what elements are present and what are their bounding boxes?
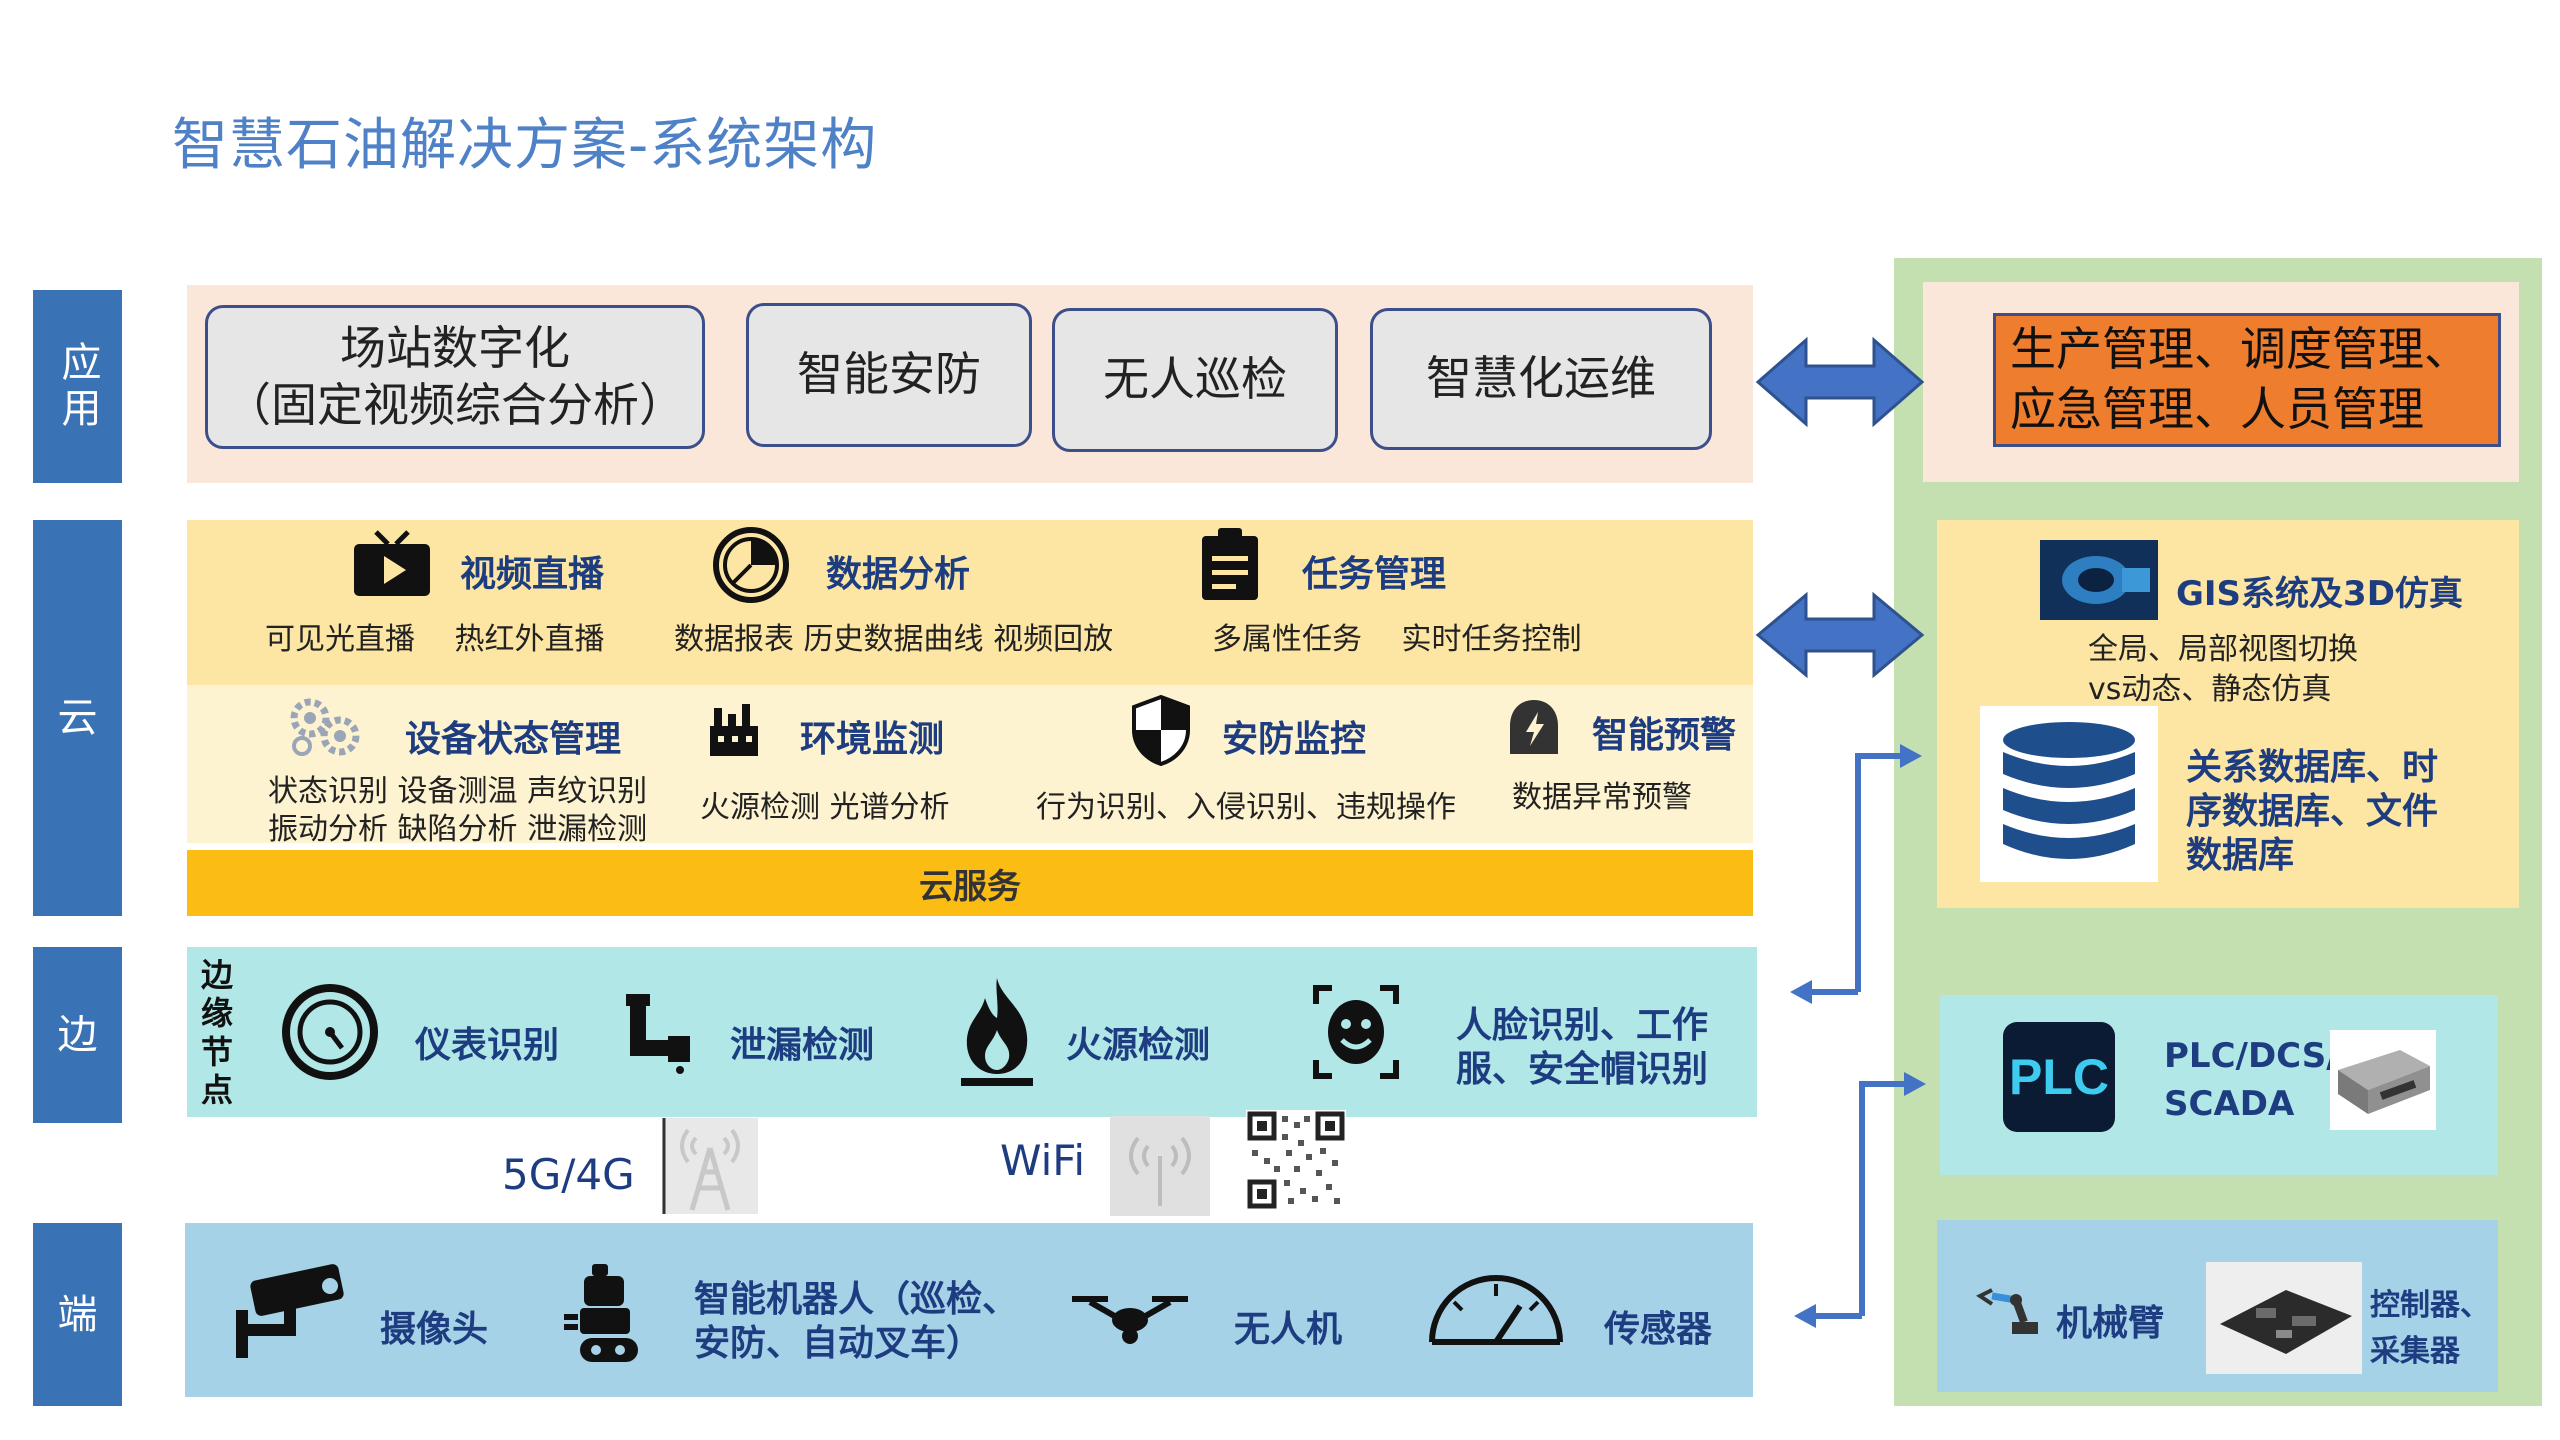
terminal-plc-connector-icon [1794,1072,1926,1328]
data-analysis-title: 数据分析 [826,554,971,595]
gis-sub1: 全局、局部视图切换 [2088,632,2358,667]
layer-tab-edge-label: 边 [57,1012,98,1058]
database-line1: 关系数据库、时 [2186,747,2439,788]
shield-icon [1132,694,1190,766]
robot-label-line1: 智能机器人（巡检、 [694,1279,1019,1320]
env-monitor-title: 环境监测 [800,719,945,760]
management-line1: 生产管理、调度管理、 [2010,322,2470,377]
data-analysis-subs: 数据报表 历史数据曲线 视频回放 [674,622,1114,657]
fire-detection-label: 火源检测 [1066,1025,1211,1066]
controller-line1: 控制器、 [2370,1288,2490,1323]
terminal-band [185,1223,1753,1397]
env-monitor-sub: 火源检测 光谱分析 [700,790,950,825]
app-station-line2: （固定视频综合分析） [225,378,685,432]
video-live-title: 视频直播 [460,554,605,595]
wifi-antenna-icon [1110,1116,1210,1216]
cell-tower-icon [662,1118,758,1214]
pie-chart-icon [713,527,789,603]
layer-tab-end: 端 [33,1223,122,1406]
edge-database-connector-icon [1790,744,1922,1004]
layer-tab-cloud-label: 云 [57,695,98,741]
cloud-band-top [187,520,1753,685]
layer-tab-edge: 边 [33,947,122,1123]
face-scan-icon [1313,985,1399,1079]
smart-warning-title: 智能预警 [1592,715,1737,756]
face-recognition-line1: 人脸识别、工作 [1456,1005,1709,1046]
security-monitor-sub: 行为识别、入侵识别、违规操作 [1036,790,1456,825]
device-status-sub1: 状态识别 设备测温 声纹识别 [268,774,648,809]
management-box: 生产管理、调度管理、 应急管理、人员管理 [1993,313,2501,447]
robot-icon [564,1264,638,1362]
robot-label-line2: 安防、自动叉车） [694,1323,983,1364]
plc-line1: PLC/DCS/ [2164,1036,2339,1076]
camera-label: 摄像头 [380,1309,489,1350]
plc-hardware-icon [2330,1030,2436,1130]
leak-detection-label: 泄漏检测 [730,1025,875,1066]
gears-icon [290,698,360,756]
cloud-gis-double-arrow-icon [1755,591,1925,679]
drone-label: 无人机 [1234,1309,1343,1350]
cloud-service-label: 云服务 [919,866,1021,907]
security-camera-icon [236,1264,344,1358]
device-status-title: 设备状态管理 [405,719,622,760]
controller-hardware-icon [2206,1262,2362,1374]
robot-arm-icon [1976,1288,2038,1334]
edge-node-char: 缘 [200,994,233,1033]
gis-sub2: vs动态、静态仿真 [2088,672,2332,707]
qr-code-icon [1246,1110,1346,1210]
database-line2: 序数据库、文件 [2186,791,2439,832]
database-line3: 数据库 [2186,835,2295,876]
clipboard-icon [1202,528,1258,600]
page-title: 智慧石油解决方案-系统架构 [172,113,878,178]
smart-warning-sub: 数据异常预警 [1512,780,1692,815]
controller-line2: 采集器 [2370,1334,2460,1369]
layer-tab-end-label: 端 [57,1291,98,1338]
video-live-subs: 可见光直播 热红外直播 [265,622,605,657]
layer-tab-app-label: 应用 [54,340,101,433]
app-station-line1: 场站数字化 [340,320,570,375]
plc-logo-icon: PLC [2003,1022,2115,1132]
task-mgmt-title: 任务管理 [1302,554,1447,595]
layer-tab-cloud: 云 [33,520,122,916]
app-unmanned-patrol: 无人巡检 [1052,308,1338,452]
database-icon [2003,722,2135,859]
gis-3d-thumbnail-icon [2040,540,2158,620]
leak-pipe-icon [626,994,690,1074]
app-smart-security: 智能安防 [746,303,1032,447]
factory-icon [710,704,758,756]
app-smart-ops: 智慧化运维 [1370,308,1712,450]
cellular-label: 5G/4G [502,1150,635,1199]
meter-recognition-label: 仪表识别 [415,1025,560,1066]
tv-icon [354,530,430,596]
face-recognition-line2: 服、安全帽识别 [1456,1049,1709,1090]
gauge-meter-icon [282,984,378,1080]
gis-title: GIS系统及3D仿真 [2176,574,2463,614]
device-status-sub2: 振动分析 缺陷分析 泄漏检测 [268,812,648,847]
edge-node-char: 点 [200,1071,233,1110]
wifi-label: WiFi [1000,1136,1086,1185]
fire-icon [961,978,1033,1086]
app-security-label: 智能安防 [797,347,981,402]
cloud-service-bar: 云服务 [187,850,1753,916]
security-monitor-title: 安防监控 [1222,719,1367,760]
robot-arm-label: 机械臂 [2056,1303,2165,1344]
plc-logo-text: PLC [2009,1049,2109,1105]
alarm-icon [1510,700,1558,754]
plc-line2: SCADA [2164,1084,2295,1124]
drone-icon [1072,1296,1188,1344]
cloud-band-middle [187,685,1753,843]
management-line2: 应急管理、人员管理 [2010,382,2424,436]
app-patrol-label: 无人巡检 [1103,352,1287,407]
app-mgmt-double-arrow-icon [1755,336,1925,428]
edge-node-char: 边 [200,956,233,994]
task-mgmt-subs: 多属性任务 实时任务控制 [1212,622,1582,657]
app-station-digital: 场站数字化 （固定视频综合分析） [205,305,705,449]
edge-node-label: 边 缘 节 点 [197,956,237,1110]
layer-tab-app: 应用 [33,290,122,483]
sensor-gauge-icon [1429,1275,1563,1345]
app-ops-label: 智慧化运维 [1426,351,1656,406]
sensor-label: 传感器 [1604,1309,1713,1350]
edge-node-char: 节 [200,1032,233,1071]
